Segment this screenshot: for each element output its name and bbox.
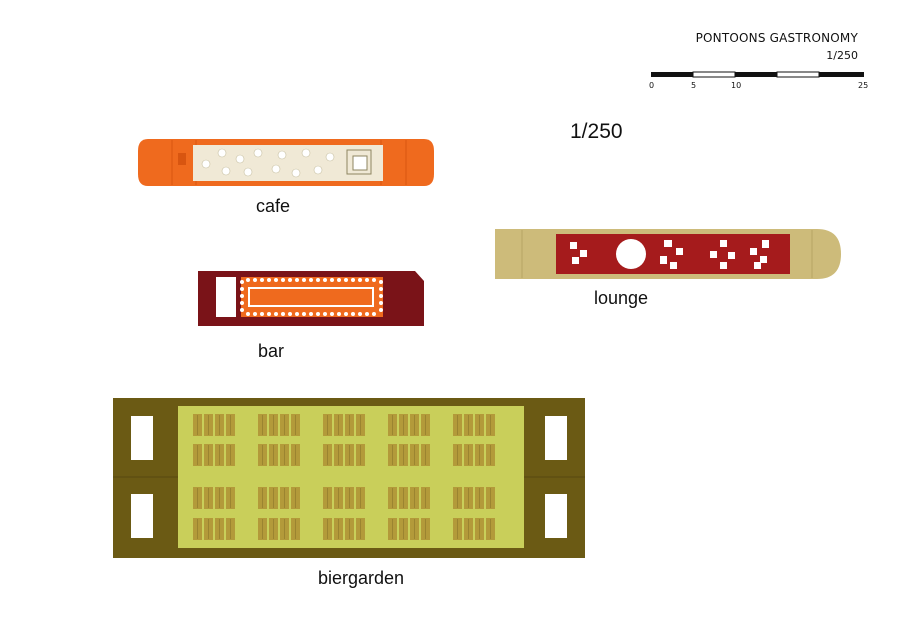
lounge-pontoon bbox=[495, 229, 841, 279]
scale-bar-tick-label: 5 bbox=[691, 81, 697, 90]
biergarden-pontoon bbox=[113, 398, 585, 558]
drawing-subtitle-scale: 1/250 bbox=[826, 49, 858, 62]
scale-bar-tick-label: 0 bbox=[649, 81, 655, 90]
drawing-title: PONTOONS GASTRONOMY bbox=[695, 31, 858, 45]
cafe-pontoon bbox=[138, 139, 434, 186]
cafe-label: cafe bbox=[256, 196, 291, 216]
bar-label: bar bbox=[258, 341, 285, 361]
scale-bar bbox=[651, 71, 864, 78]
lounge-label: lounge bbox=[594, 288, 649, 308]
scale-bar-tick-label: 25 bbox=[858, 81, 869, 90]
scale-bar-tick-label: 10 bbox=[731, 81, 742, 90]
drawing-scale-text: 1/250 bbox=[570, 120, 623, 143]
bar-pontoon bbox=[198, 271, 424, 326]
biergarden-label: biergarden bbox=[318, 568, 405, 588]
